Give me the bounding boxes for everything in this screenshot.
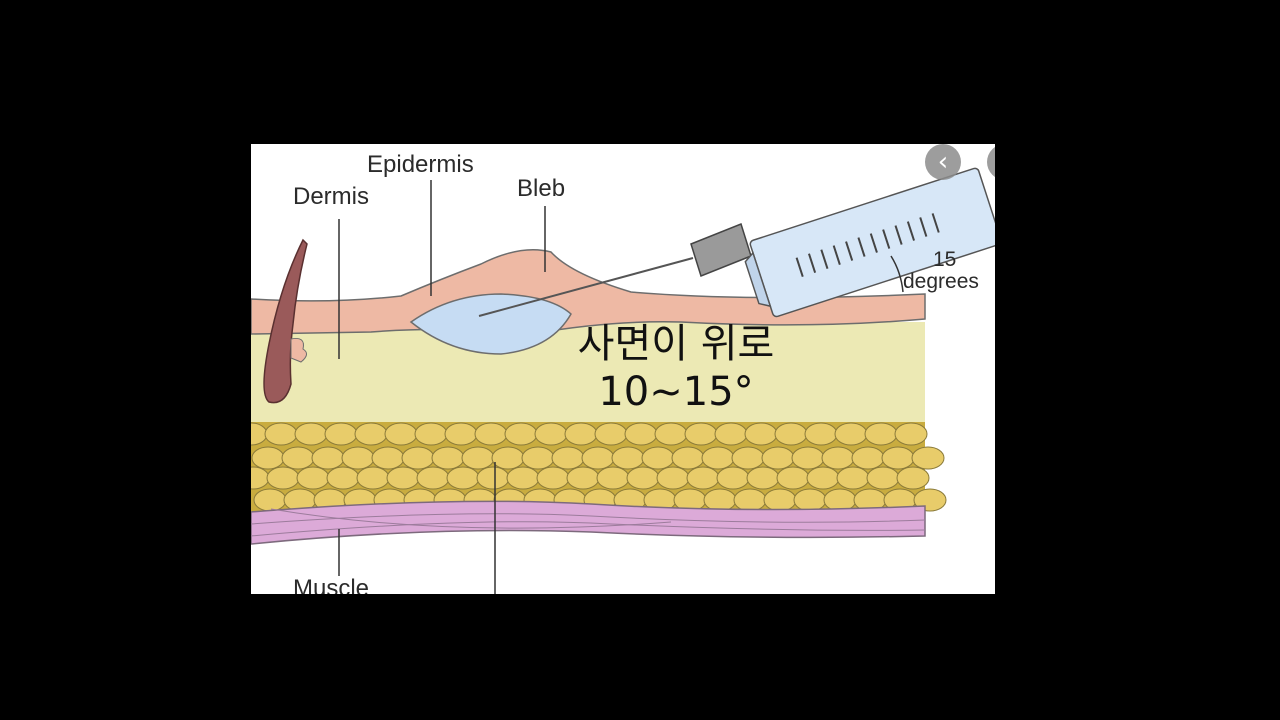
fat-cell xyxy=(774,422,808,446)
fat-cell xyxy=(296,466,330,490)
needle xyxy=(478,257,694,317)
fat-cell xyxy=(253,488,287,512)
fat-cell xyxy=(326,466,360,490)
fat-cell xyxy=(521,446,555,470)
fat-cell xyxy=(551,446,585,470)
angle-arc xyxy=(890,255,904,293)
fat-cell xyxy=(566,466,600,490)
fat-cell xyxy=(654,422,688,446)
prev-image-button[interactable]: ‹ xyxy=(925,144,961,180)
fat-cell xyxy=(656,466,690,490)
fat-cell xyxy=(763,488,797,512)
intradermal-injection-diagram: Dermis Epidermis Bleb Muscle 15 degrees … xyxy=(251,144,995,594)
hair-follicle xyxy=(263,238,308,404)
fat-cell xyxy=(611,446,645,470)
fat-cell xyxy=(414,422,448,446)
fat-cell xyxy=(384,422,418,446)
fat-cell xyxy=(881,446,915,470)
label-muscle: Muscle xyxy=(293,575,369,594)
fat-cell xyxy=(703,488,737,512)
fat-cell xyxy=(731,446,765,470)
fat-cell xyxy=(341,446,375,470)
fat-cell xyxy=(804,422,838,446)
bleb xyxy=(409,293,572,355)
fat-cell xyxy=(504,422,538,446)
fat-cell xyxy=(534,422,568,446)
next-image-button[interactable]: › xyxy=(987,144,995,180)
fat-cell xyxy=(506,466,540,490)
fat-cell xyxy=(431,446,465,470)
fat-cell xyxy=(354,422,388,446)
fat-cell xyxy=(686,466,720,490)
label-epidermis: Epidermis xyxy=(367,151,474,178)
syringe-barrel xyxy=(744,167,995,318)
label-bleb: Bleb xyxy=(517,175,565,202)
fat-cell xyxy=(564,422,598,446)
fat-cell xyxy=(536,466,570,490)
fat-cell xyxy=(581,446,615,470)
fat-cell xyxy=(491,446,525,470)
label-angle-unit: degrees xyxy=(903,270,979,293)
fat-cell xyxy=(416,466,450,490)
fat-cell xyxy=(791,446,825,470)
fat-cell xyxy=(641,446,675,470)
fat-cell xyxy=(793,488,827,512)
fat-cell xyxy=(386,466,420,490)
fat-cell xyxy=(311,446,345,470)
fat-cell xyxy=(744,422,778,446)
fat-cell xyxy=(684,422,718,446)
overlay-caption-bevel: 사면이 위로 xyxy=(577,321,775,367)
fat-cell xyxy=(371,446,405,470)
fat-cell xyxy=(596,466,630,490)
fat-cell xyxy=(823,488,857,512)
fat-cell xyxy=(911,446,945,470)
fat-cell xyxy=(324,422,358,446)
fat-cell xyxy=(281,446,315,470)
fat-cell xyxy=(864,422,898,446)
fat-cell xyxy=(716,466,750,490)
fat-cell xyxy=(474,422,508,446)
fat-cell xyxy=(294,422,328,446)
fat-cell xyxy=(594,422,628,446)
fat-cell xyxy=(626,466,660,490)
fat-cell xyxy=(476,466,510,490)
fat-cell xyxy=(401,446,435,470)
fat-cell xyxy=(356,466,390,490)
fat-cell xyxy=(714,422,748,446)
fat-cell xyxy=(836,466,870,490)
fat-cell xyxy=(624,422,658,446)
fat-cell xyxy=(461,446,495,470)
label-angle-value: 15 xyxy=(933,248,956,271)
fat-cell xyxy=(806,466,840,490)
fat-cell xyxy=(821,446,855,470)
fat-cells xyxy=(251,422,947,512)
fat-cell xyxy=(866,466,900,490)
fat-cell xyxy=(444,422,478,446)
fat-cell xyxy=(851,446,885,470)
fat-cell xyxy=(251,446,285,470)
label-dermis: Dermis xyxy=(293,183,369,210)
fat-cell xyxy=(894,422,928,446)
fat-cell xyxy=(671,446,705,470)
needle-hub xyxy=(690,223,752,277)
fat-cell xyxy=(701,446,735,470)
dermis-layer xyxy=(251,322,925,426)
chevron-left-icon: ‹ xyxy=(937,147,949,177)
overlay-caption-angle: 10~15° xyxy=(598,369,754,415)
fat-cell xyxy=(266,466,300,490)
fat-cell xyxy=(761,446,795,470)
fat-cell xyxy=(264,422,298,446)
fat-cell xyxy=(733,488,767,512)
fat-cell xyxy=(746,466,780,490)
fat-cell xyxy=(446,466,480,490)
fat-cell xyxy=(776,466,810,490)
fat-cell xyxy=(896,466,930,490)
fat-cell xyxy=(834,422,868,446)
